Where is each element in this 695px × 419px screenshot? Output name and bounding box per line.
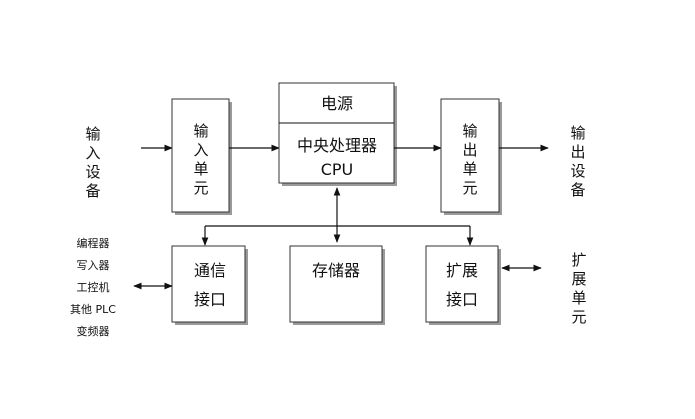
output-unit-char-1: 输 bbox=[462, 122, 477, 140]
comm-interface-line2: 接口 bbox=[194, 290, 226, 309]
output-device-char-3: 设 bbox=[570, 162, 585, 180]
cpu-sublabel: CPU bbox=[321, 160, 354, 179]
expansion-interface-box: 扩展 接口 bbox=[425, 245, 501, 325]
expansion-unit-label: 扩 展 单 元 bbox=[571, 251, 586, 326]
memory-label: 存储器 bbox=[312, 261, 360, 280]
peripheral-item-3: 工控机 bbox=[77, 280, 110, 294]
expansion-unit-char-3: 单 bbox=[571, 289, 586, 307]
peripheral-item-1: 编程器 bbox=[77, 236, 110, 250]
output-device-char-1: 输 bbox=[570, 124, 585, 142]
input-unit-box: 输 入 单 元 bbox=[171, 98, 232, 215]
memory-box: 存储器 bbox=[289, 245, 385, 325]
cpu-label: 中央处理器 bbox=[297, 136, 377, 155]
comm-interface-line1: 通信 bbox=[194, 261, 226, 280]
output-unit-char-2: 出 bbox=[462, 141, 477, 159]
peripheral-list: 编程器 写入器 工控机 其他 PLC 变频器 bbox=[70, 236, 116, 338]
input-unit-char-3: 单 bbox=[193, 160, 208, 178]
output-unit-box: 输 出 单 元 bbox=[440, 98, 502, 215]
input-unit-char-4: 元 bbox=[193, 179, 208, 197]
output-unit-char-3: 单 bbox=[462, 160, 477, 178]
cpu-block: 电源 中央处理器 CPU bbox=[278, 82, 397, 186]
expansion-interface-line1: 扩展 bbox=[446, 261, 478, 280]
input-unit-char-2: 入 bbox=[193, 141, 208, 159]
peripheral-item-5: 变频器 bbox=[77, 324, 110, 338]
output-device-char-4: 备 bbox=[570, 181, 585, 199]
peripheral-item-4: 其他 PLC bbox=[70, 303, 116, 316]
comm-interface-box: 通信 接口 bbox=[171, 245, 248, 325]
output-device-char-2: 出 bbox=[570, 143, 585, 161]
input-device-char-4: 备 bbox=[85, 182, 100, 200]
power-label: 电源 bbox=[321, 94, 353, 113]
input-device-char-3: 设 bbox=[85, 163, 100, 181]
expansion-unit-char-1: 扩 bbox=[571, 251, 586, 269]
input-device-label: 输 入 设 备 bbox=[85, 125, 100, 200]
input-device-char-1: 输 bbox=[85, 125, 100, 143]
input-unit-char-1: 输 bbox=[193, 122, 208, 140]
peripheral-item-2: 写入器 bbox=[77, 259, 110, 272]
expansion-interface-line2: 接口 bbox=[446, 290, 478, 309]
expansion-unit-char-4: 元 bbox=[571, 308, 586, 326]
expansion-unit-char-2: 展 bbox=[571, 270, 586, 288]
output-device-label: 输 出 设 备 bbox=[570, 124, 585, 199]
output-unit-char-4: 元 bbox=[462, 179, 477, 197]
input-device-char-2: 入 bbox=[85, 144, 100, 162]
